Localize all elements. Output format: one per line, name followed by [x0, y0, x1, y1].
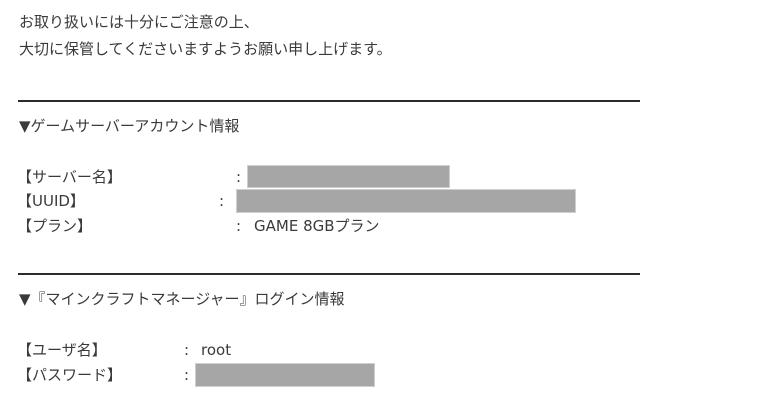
intro-line-1: お取り扱いには十分にご注意の上、: [19, 13, 259, 31]
redacted-server-name: [247, 165, 450, 188]
redacted-uuid: [236, 189, 576, 213]
redacted-password: [195, 363, 375, 387]
label-username: 【ユーザ名】: [17, 341, 107, 359]
label-plan: 【プラン】: [17, 217, 93, 235]
label-server-name: 【サーバー名】: [17, 168, 122, 186]
colon: :: [184, 366, 190, 384]
value-username: root: [201, 341, 232, 359]
label-password: 【パスワード】: [17, 366, 123, 384]
divider-1: [18, 100, 640, 102]
colon: :: [236, 168, 242, 186]
section-heading-server-account: ▼ゲームサーバーアカウント情報: [19, 117, 240, 135]
colon: :: [236, 217, 242, 235]
label-uuid: 【UUID】: [17, 192, 85, 210]
section-heading-manager-login: ▼『マインクラフトマネージャー』ログイン情報: [19, 290, 345, 308]
colon: :: [219, 192, 225, 210]
value-plan: GAME 8GBプラン: [254, 217, 380, 235]
colon: :: [184, 341, 190, 359]
intro-line-2: 大切に保管してくださいますようお願い申し上げます。: [19, 40, 392, 58]
divider-2: [18, 273, 640, 275]
